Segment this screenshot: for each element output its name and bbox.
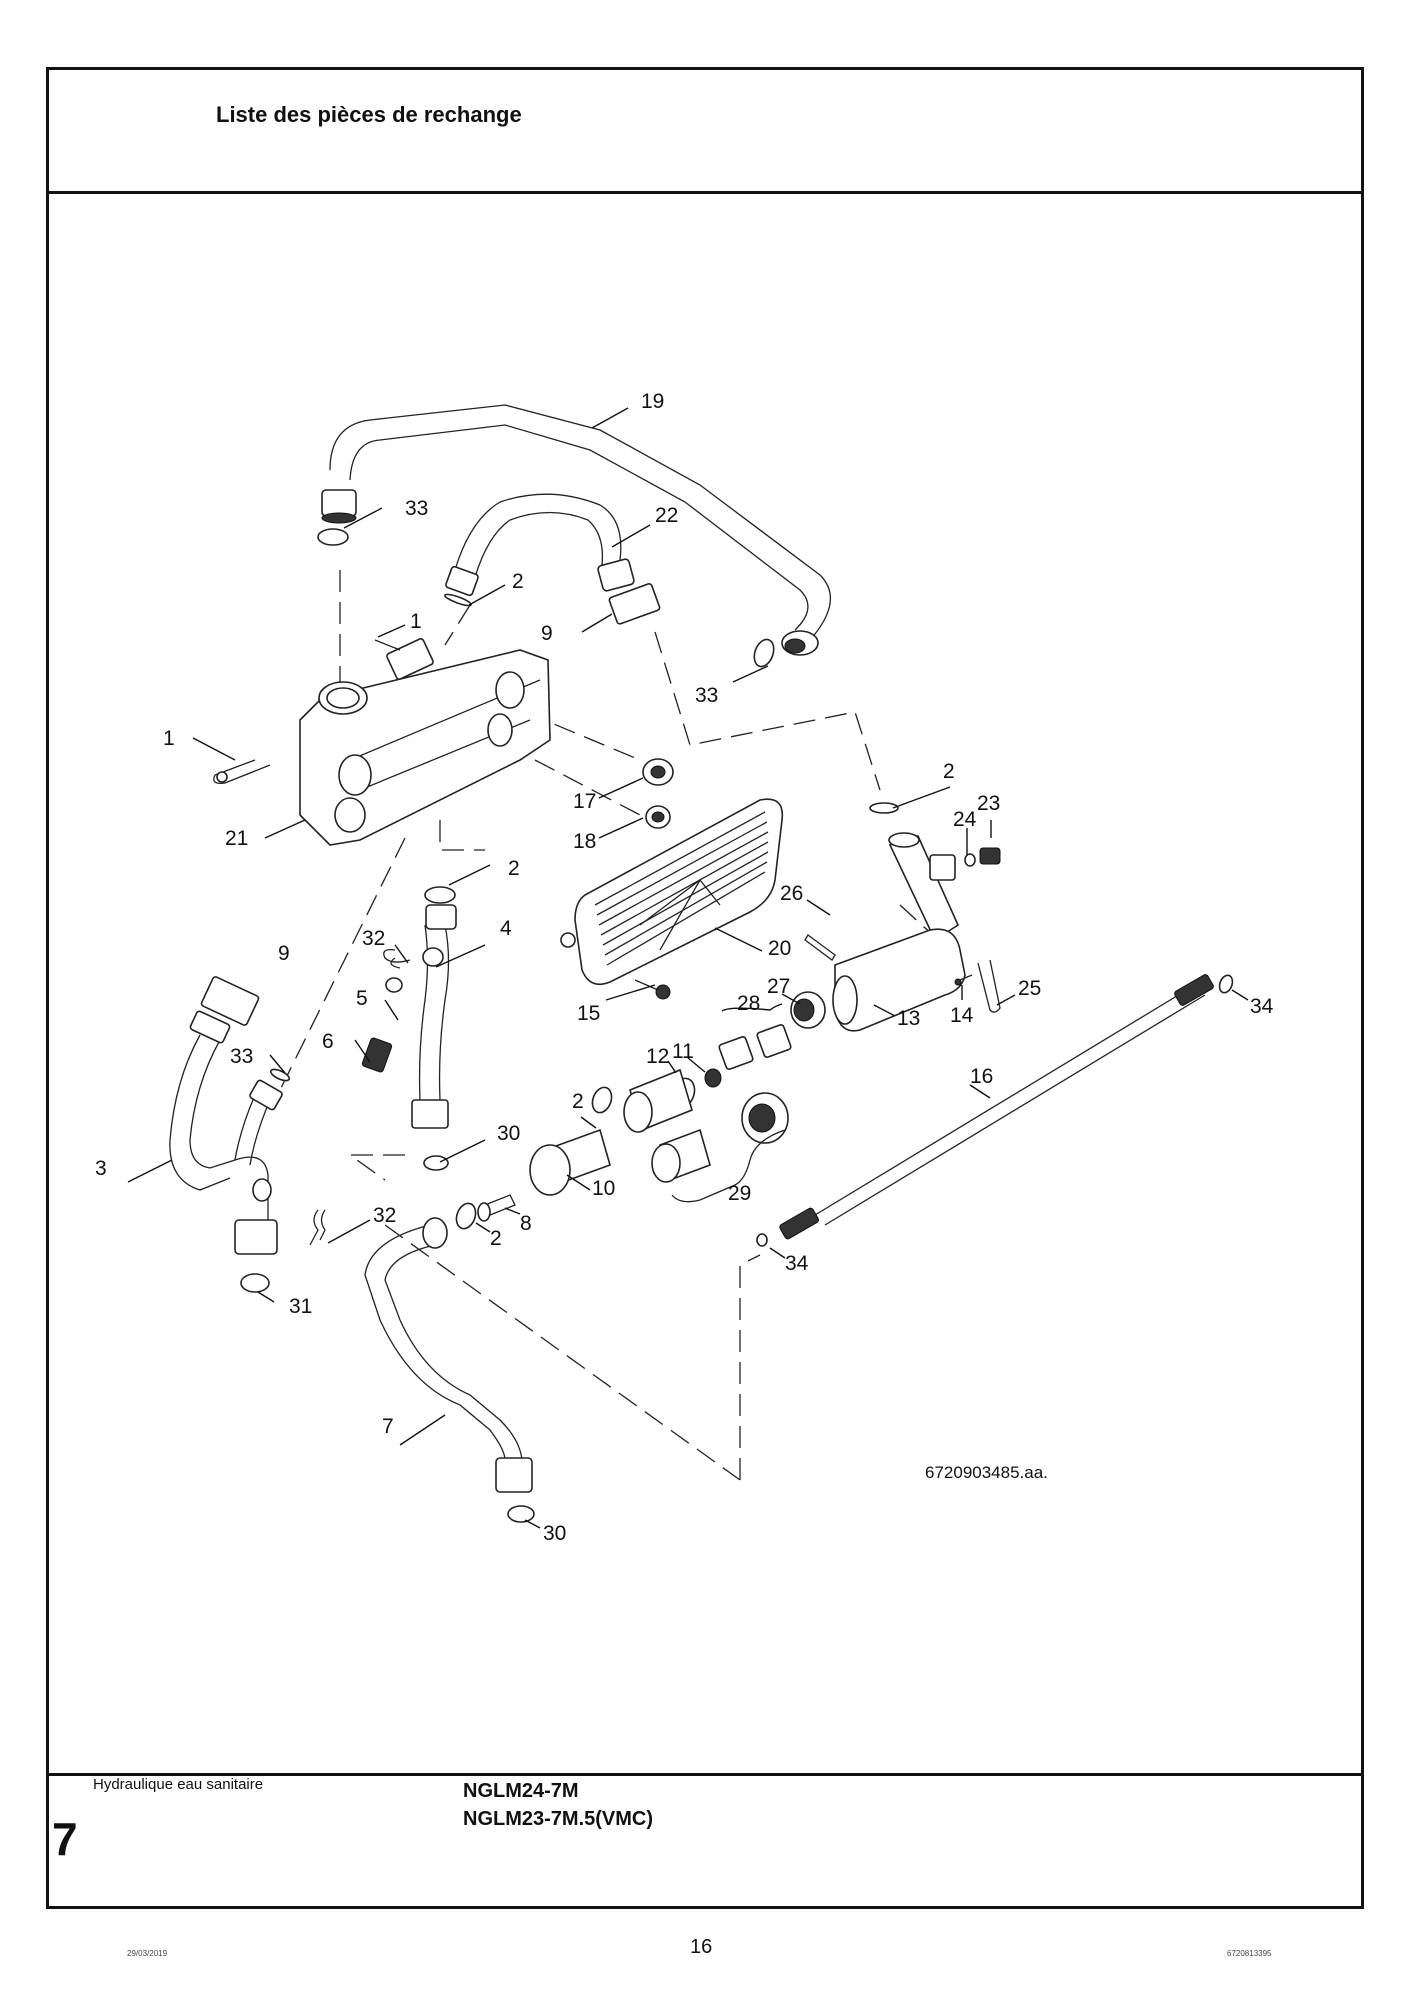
callout-26: 26: [780, 882, 803, 905]
part-5-6-sensor: [361, 1037, 393, 1073]
part-9-clip-brackets: [200, 583, 661, 1026]
page-frame: [46, 67, 1364, 1909]
callout-25: 25: [1018, 977, 1041, 1000]
callout-34: 34: [1250, 995, 1274, 1018]
callout-33: 33: [230, 1045, 253, 1068]
part-19-hose: [321, 404, 832, 656]
callout-24: 24: [953, 808, 977, 831]
callout-13: 13: [897, 1007, 920, 1030]
callout-20: 20: [768, 937, 791, 960]
callout-21: 21: [225, 827, 248, 850]
callout-5: 5: [356, 987, 368, 1010]
model-name: NGLM24-7M: [463, 1780, 579, 1802]
page-title: Liste des pièces de rechange: [216, 102, 522, 127]
part-32-spring-clips: [309, 949, 411, 1246]
callout-12: 12: [646, 1045, 669, 1068]
callout-14: 14: [950, 1004, 974, 1027]
callout-19: 19: [641, 390, 664, 413]
part-15-screw: [634, 979, 671, 1000]
callout-1: 1: [163, 727, 175, 750]
part-22-hose: [445, 493, 635, 597]
callout-31: 31: [289, 1295, 312, 1318]
callout-2: 2: [508, 857, 520, 880]
chapter-number: 7: [52, 1813, 78, 1865]
callout-2: 2: [572, 1090, 584, 1113]
header-divider: [46, 191, 1364, 194]
callout-leader-lines: [127, 407, 1249, 1529]
callout-33: 33: [405, 497, 428, 520]
callout-10: 10: [592, 1177, 615, 1200]
part-23-24-fitting: [954, 847, 1001, 986]
callout-2: 2: [512, 570, 524, 593]
callout-6: 6: [322, 1030, 334, 1053]
callout-27: 27: [767, 975, 790, 998]
callout-22: 22: [655, 504, 678, 527]
callout-labels: 19 33 22 2 1 9 33 1 21 17 18 2 23 24 2 4…: [95, 390, 1274, 1545]
page-number: 16: [690, 1936, 713, 1958]
callout-34: 34: [785, 1252, 809, 1275]
callout-15: 15: [577, 1002, 600, 1025]
callout-7: 7: [382, 1415, 394, 1438]
part-7-s-pipe: [364, 1217, 533, 1493]
footer-divider: [46, 1773, 1364, 1776]
callout-9: 9: [541, 622, 553, 645]
drawing-reference: 6720903485.aa.: [925, 1463, 1048, 1482]
part-21-hydraulic-block: [299, 638, 551, 846]
callout-8: 8: [520, 1212, 532, 1235]
callout-32: 32: [362, 927, 385, 950]
part-25-clip: [977, 959, 1001, 1013]
callout-9: 9: [278, 942, 290, 965]
parts-27-28-11: [704, 991, 826, 1088]
callout-18: 18: [573, 830, 596, 853]
callout-16: 16: [970, 1065, 993, 1088]
callout-1: 1: [410, 610, 422, 633]
callout-30: 30: [543, 1522, 566, 1545]
callout-11: 11: [672, 1040, 694, 1063]
callout-23: 23: [977, 792, 1000, 815]
part-13-flow-housing: [832, 832, 966, 1032]
parts-10-29-connectors: [477, 1068, 789, 1222]
document-number: 6720813395: [1227, 1949, 1272, 1958]
callout-28: 28: [737, 992, 760, 1015]
part-26-clip: [804, 934, 836, 961]
callout-3: 3: [95, 1157, 107, 1180]
footer-date: 29/03/2019: [127, 1949, 168, 1958]
callout-2: 2: [490, 1227, 502, 1250]
part-20-heat-exchanger: [560, 798, 784, 986]
callout-29: 29: [728, 1182, 751, 1205]
callout-17: 17: [573, 790, 596, 813]
callout-30: 30: [497, 1122, 520, 1145]
callout-33: 33: [695, 684, 718, 707]
callout-32: 32: [373, 1204, 396, 1227]
part-3-y-pipe: [169, 1010, 283, 1255]
part-16-pipe: [779, 974, 1214, 1240]
part-17-18-seals: [642, 758, 674, 829]
callout-2: 2: [943, 760, 955, 783]
part-1-clips: [213, 639, 401, 784]
model-name: NGLM23-7M.5(VMC): [463, 1808, 654, 1830]
callout-4: 4: [500, 917, 512, 940]
section-name: Hydraulique eau sanitaire: [93, 1776, 264, 1793]
o-rings: [240, 528, 1234, 1523]
part-4-elbow-pipe: [411, 904, 457, 1129]
